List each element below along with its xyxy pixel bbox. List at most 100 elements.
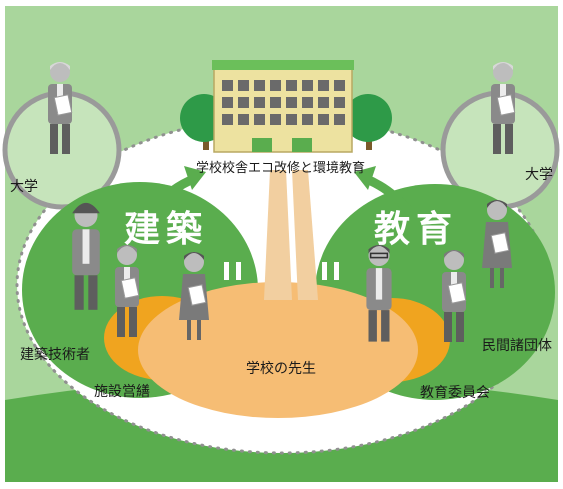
window: [254, 114, 265, 125]
document-icon: [496, 94, 516, 116]
window: [286, 97, 297, 108]
architecture-heading: 建築: [124, 209, 209, 250]
marker: [236, 262, 241, 280]
person-leg: [381, 310, 390, 342]
window: [318, 97, 329, 108]
people-group: [48, 62, 516, 342]
window: [270, 97, 281, 108]
education-heading: 教育: [374, 209, 459, 250]
person-head: [444, 250, 464, 270]
person-hair: [487, 200, 507, 208]
building-body: [213, 67, 353, 153]
architect-person: [72, 202, 100, 310]
person-head: [184, 252, 204, 272]
architect-label: 建築技術者: [20, 347, 90, 363]
document-icon: [120, 277, 140, 299]
person-hair: [184, 252, 204, 260]
window: [238, 97, 249, 108]
person-hair: [50, 62, 70, 70]
person-leg: [74, 275, 84, 310]
person-leg: [456, 312, 464, 342]
arrow-left-head: [184, 166, 206, 190]
window: [238, 114, 249, 125]
person-head: [487, 200, 507, 220]
window: [334, 114, 345, 125]
window: [302, 97, 313, 108]
window: [222, 80, 233, 91]
ngo-woman: [482, 200, 512, 288]
building-windows: [222, 80, 345, 125]
arrow-right-head: [354, 166, 376, 190]
person-leg: [88, 275, 98, 310]
person-hair: [493, 62, 513, 70]
board-person: [442, 250, 467, 342]
window: [286, 80, 297, 91]
window: [318, 114, 329, 125]
window: [254, 97, 265, 108]
person-head: [493, 62, 513, 82]
green-roof: [212, 60, 354, 70]
window: [302, 80, 313, 91]
person-head: [368, 245, 390, 266]
facility-person: [115, 245, 140, 337]
facility-label: 施設営繕: [94, 384, 150, 400]
ngo-label: 民間諸団体: [482, 338, 552, 354]
window: [222, 114, 233, 125]
marker: [322, 262, 327, 280]
window: [286, 114, 297, 125]
person-hair: [368, 245, 390, 254]
university-left-label: 大学: [10, 179, 38, 195]
path-left: [264, 170, 292, 300]
person-leg: [50, 124, 58, 154]
helmet-icon: [72, 202, 100, 214]
university-left-person: [48, 62, 73, 154]
window: [222, 97, 233, 108]
tree-right: [344, 94, 392, 150]
person-leg: [187, 320, 191, 340]
board-label: 教育委員会: [420, 385, 490, 401]
marker: [334, 262, 339, 280]
title-label: 学校校舎エコ改修と環境教育: [196, 161, 366, 176]
window: [334, 80, 345, 91]
person-leg: [117, 307, 125, 337]
teacher-woman: [179, 252, 209, 340]
window: [270, 80, 281, 91]
marker: [224, 262, 229, 280]
person-leg: [500, 268, 504, 288]
person-shirt: [375, 268, 383, 300]
document-icon: [53, 94, 73, 116]
window: [238, 80, 249, 91]
glasses-icon: [369, 252, 389, 259]
teachers-label: 学校の先生: [246, 361, 316, 377]
window: [254, 80, 265, 91]
document-icon: [187, 284, 207, 306]
person-leg: [62, 124, 70, 154]
person-leg: [129, 307, 137, 337]
person-leg: [197, 320, 201, 340]
university-right-person: [491, 62, 516, 154]
person-hair: [117, 245, 137, 253]
document-icon: [447, 282, 467, 304]
person-leg: [490, 268, 494, 288]
window: [270, 114, 281, 125]
person-leg: [368, 310, 377, 342]
document-icon: [490, 232, 510, 254]
window: [302, 114, 313, 125]
window: [334, 97, 345, 108]
person-leg: [505, 124, 513, 154]
person-leg: [493, 124, 501, 154]
tree-crown: [344, 94, 392, 142]
person-head: [50, 62, 70, 82]
window: [318, 80, 329, 91]
person-leg: [444, 312, 452, 342]
person-head: [117, 245, 137, 265]
person-shirt: [82, 229, 90, 264]
school-building: [212, 60, 354, 153]
hedge: [252, 138, 272, 152]
hedge: [292, 138, 312, 152]
education-man-glasses: [366, 245, 392, 342]
person-hair: [444, 250, 464, 258]
path-right: [292, 170, 318, 300]
